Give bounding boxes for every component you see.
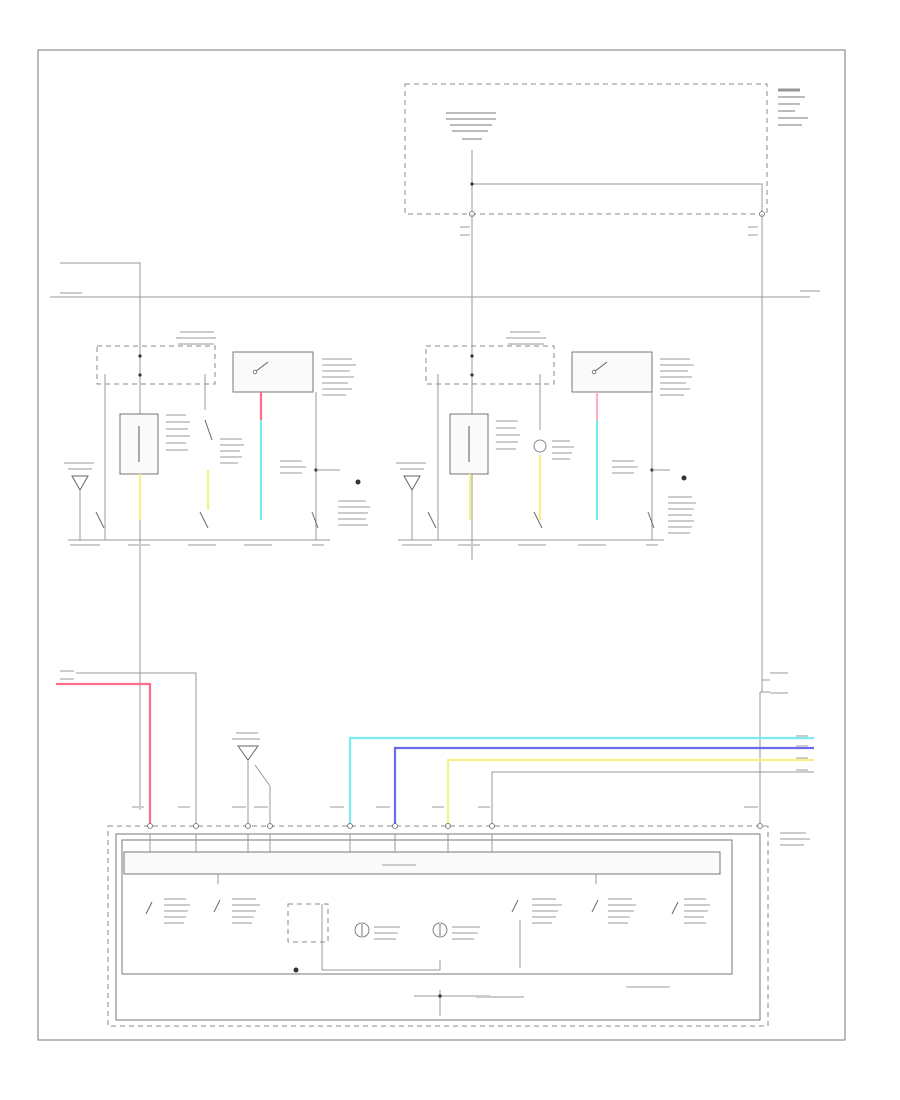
control-circuit-bar [123, 851, 721, 875]
top-module-label [778, 88, 808, 126]
top-module-inner-label [446, 112, 496, 140]
lower-harness [56, 670, 814, 826]
top-control-module [404, 83, 808, 236]
right-door-circuit [396, 331, 696, 546]
left-door-circuit [64, 331, 370, 546]
wire-top-right [761, 214, 770, 681]
left-switch-box [232, 351, 314, 393]
power-bus [50, 262, 820, 810]
page-border [37, 49, 846, 1041]
bottom-control-unit [107, 806, 810, 1027]
right-switch-box [571, 351, 653, 393]
